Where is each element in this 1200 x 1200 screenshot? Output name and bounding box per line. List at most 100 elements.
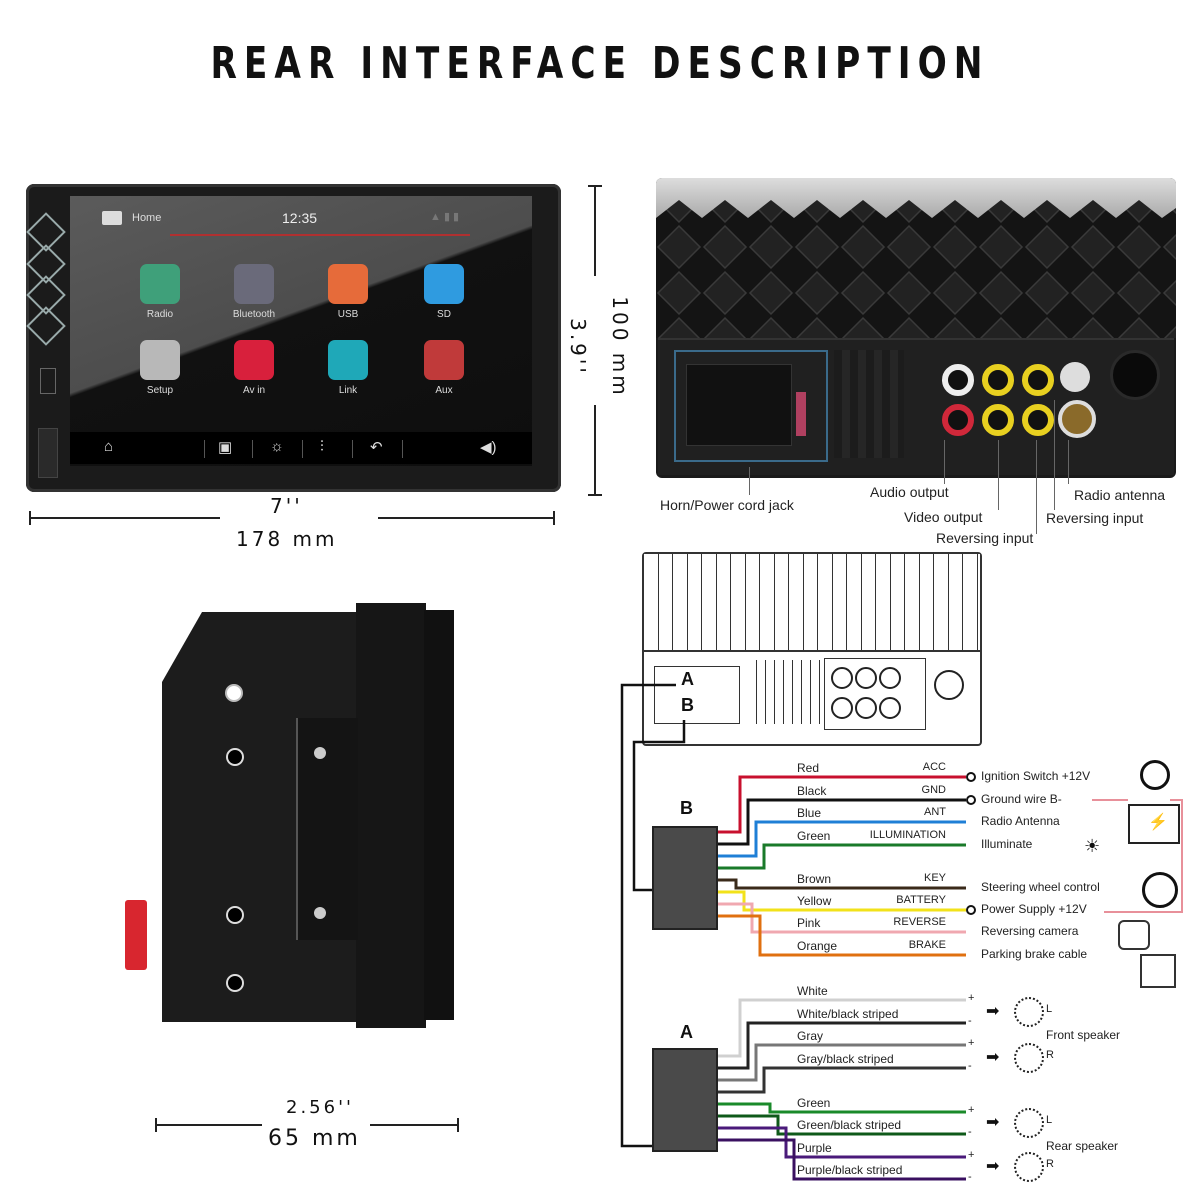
rca-panel-drawing [824, 658, 926, 730]
speaker-wire-label: Gray [797, 1029, 824, 1043]
terminal-icon [966, 795, 976, 805]
speaker-wire [716, 1066, 966, 1094]
phone-link-icon[interactable] [328, 340, 368, 380]
heatsink-drawing [644, 554, 980, 652]
negative-terminal-icon: - [968, 1060, 972, 1072]
rca-jack-yellow [1022, 364, 1054, 396]
wire-destination-label: Illuminate [981, 837, 1033, 851]
wire-yellow [716, 890, 966, 912]
screw [314, 747, 326, 759]
speaker-icon [1014, 997, 1044, 1027]
header-divider [170, 234, 470, 236]
depth-dimension-line [370, 1124, 458, 1126]
width-dimension-line [378, 517, 554, 519]
clock: 12:35 [282, 210, 318, 226]
wire-pink [716, 902, 966, 934]
wire-function-label: ACC [922, 761, 946, 773]
nav-separator [402, 440, 403, 458]
rear-panel [658, 338, 1174, 475]
speaker-wire-label: White [797, 984, 828, 998]
speaker-wire-label: Purple/black striped [797, 1163, 903, 1177]
negative-terminal-icon: - [968, 1126, 972, 1138]
dimension-tick [155, 1118, 157, 1132]
rca-jack-yellow [982, 404, 1014, 436]
aux-cable-icon[interactable] [424, 340, 464, 380]
speaker-wire-label: Green/black striped [797, 1118, 902, 1132]
home-icon[interactable]: ⌂ [104, 438, 114, 455]
connector-b [652, 826, 718, 930]
back-icon[interactable]: ↶ [370, 439, 383, 456]
av-in-icon[interactable] [234, 340, 274, 380]
speaker-wire [716, 1138, 966, 1181]
mounting-hole [226, 974, 244, 992]
positive-terminal-icon: + [968, 1037, 975, 1049]
bluetooth-icon[interactable] [234, 264, 274, 304]
negative-terminal-icon: - [968, 1015, 972, 1027]
wire-green [716, 843, 966, 870]
rca-jack-yellow [982, 364, 1014, 396]
image-icon[interactable]: ▣ [218, 439, 233, 456]
lead-wire-b [632, 720, 686, 892]
callout-line [1054, 400, 1055, 510]
release-tab [125, 900, 147, 970]
wire-function-label: ANT [924, 806, 946, 818]
label-video-output: Video output [904, 509, 983, 525]
nav-separator [204, 440, 205, 458]
mounting-bracket [296, 718, 358, 940]
dimension-tick [553, 511, 555, 525]
mic-jack [1110, 350, 1160, 400]
connector-b-tag: B [681, 695, 694, 715]
vent-slots [834, 350, 904, 458]
depth-mm-label: 65 mm [268, 1126, 361, 1151]
gear-icon[interactable] [140, 340, 180, 380]
volume-icon[interactable]: ◀) [480, 439, 497, 456]
width-inch-label: 7'' [270, 494, 303, 518]
label-radio-antenna: Radio antenna [1074, 487, 1166, 503]
connector-a-label: A [680, 1022, 693, 1042]
rca-jack-yellow [1022, 404, 1054, 436]
depth-inch-label: 2.56'' [286, 1097, 354, 1118]
label-reversing-input: Reversing input [936, 530, 1034, 546]
app-label: Radio [146, 309, 174, 320]
page-title: REAR INTERFACE DESCRIPTION [210, 38, 990, 89]
label-power-jack: Horn/Power cord jack [660, 497, 794, 513]
wire-color-label: Red [797, 761, 820, 775]
sd-card-icon[interactable] [424, 264, 464, 304]
screen-header-label: Home [132, 212, 162, 224]
fuse [796, 392, 806, 436]
nav-separator [352, 440, 353, 458]
app-label: Aux [435, 385, 453, 396]
usb-port [40, 368, 56, 394]
speaker-wire-label: Gray/black striped [797, 1052, 894, 1066]
channel-label: L [1046, 1114, 1053, 1126]
speaker-wire-label: Purple [797, 1141, 832, 1155]
width-mm-label: 178 mm [236, 527, 338, 551]
wire-color-label: Black [797, 784, 827, 798]
channel-label: R [1046, 1158, 1054, 1170]
rca-jack-white [942, 364, 974, 396]
wire-destination-label: Radio Antenna [981, 814, 1060, 828]
steering-wheel-icon [1142, 872, 1178, 908]
wire-color-label: Blue [797, 806, 822, 820]
wire-color-label: Green [797, 829, 831, 843]
speaker-wire-label: Green [797, 1096, 831, 1110]
brightness-icon[interactable]: ☼ [270, 438, 284, 455]
wire-destination-label: Ignition Switch +12V [981, 769, 1091, 783]
dimension-tick [588, 494, 602, 496]
wire-orange [716, 914, 966, 957]
usb-icon[interactable] [328, 264, 368, 304]
wire-color-label: Yellow [797, 894, 832, 908]
speaker-wire [716, 1021, 966, 1070]
radio-icon[interactable] [140, 264, 180, 304]
arrow-icon: ➡ [986, 1158, 1000, 1175]
positive-terminal-icon: + [968, 1149, 975, 1161]
dimension-tick [457, 1118, 459, 1132]
equalizer-icon[interactable]: ⫶ [320, 438, 324, 455]
rear-unit-photo [656, 178, 1176, 478]
speaker-icon [1014, 1108, 1044, 1138]
wire-function-label: BATTERY [896, 894, 946, 906]
speaker-wire [716, 998, 966, 1058]
connector-b-label: B [680, 798, 693, 818]
lamp-icon: ☀ [1084, 836, 1101, 856]
